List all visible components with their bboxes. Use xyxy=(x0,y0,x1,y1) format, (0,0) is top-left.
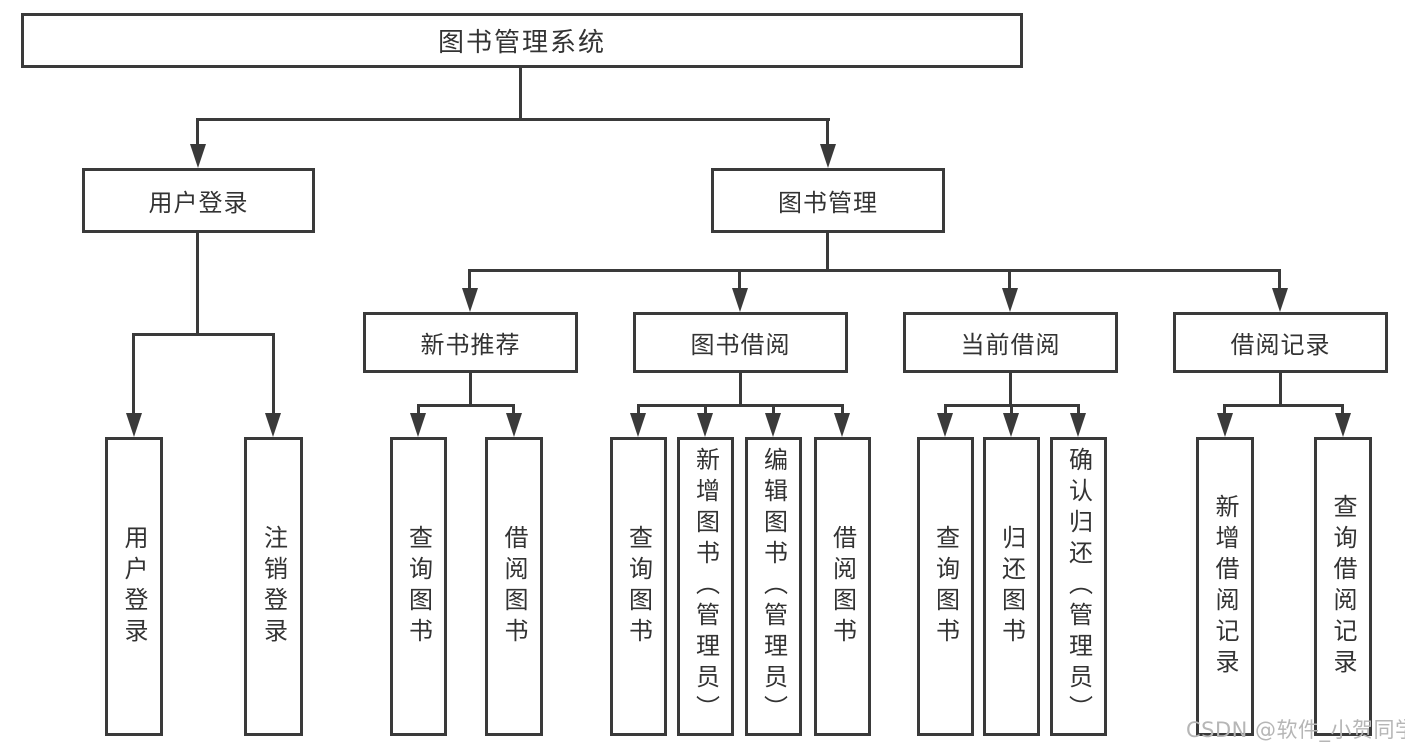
arrow-down-icon xyxy=(462,288,478,312)
connector-arrow-stem xyxy=(772,404,775,420)
connector-arrow-stem xyxy=(1010,404,1013,420)
node-user-login: 用户登录 xyxy=(82,168,315,233)
leaf-edit-books-admin: 编辑图书（管理员） xyxy=(745,437,802,736)
connector-arrow-stem xyxy=(841,404,844,420)
connector-user-login-trunk xyxy=(196,233,199,336)
connector-arrow-stem xyxy=(1341,404,1344,420)
leaf-add-borrow-record: 新增借阅记录 xyxy=(1196,437,1254,736)
node-book-borrowing: 图书借阅 xyxy=(633,312,848,373)
connector-arrow-stem xyxy=(944,404,947,420)
connector-arrow-stem xyxy=(132,333,135,417)
leaf-query-books-recommend: 查询图书 xyxy=(390,437,447,736)
leaf-borrow-books-recommend: 借阅图书 xyxy=(485,437,543,736)
arrow-down-icon xyxy=(1335,413,1351,437)
arrow-down-icon xyxy=(506,413,522,437)
connector-recommend-hline xyxy=(417,404,515,407)
connector-records-trunk xyxy=(1279,373,1282,407)
leaf-borrow-books: 借阅图书 xyxy=(814,437,871,736)
connector-root-trunk xyxy=(519,68,522,121)
connector-arrow-stem xyxy=(468,269,471,295)
connector-book-management-hline xyxy=(468,269,1281,272)
arrow-down-icon xyxy=(126,413,142,437)
connector-arrow-stem xyxy=(196,118,199,148)
connector-arrow-stem xyxy=(417,404,420,420)
node-current-borrowing: 当前借阅 xyxy=(903,312,1118,373)
leaf-logout: 注销登录 xyxy=(244,437,303,736)
arrow-down-icon xyxy=(190,144,206,168)
connector-arrow-stem xyxy=(1278,269,1281,295)
arrow-down-icon xyxy=(834,413,850,437)
connector-arrow-stem xyxy=(272,333,275,417)
connector-arrow-stem xyxy=(637,404,640,420)
connector-borrowing-trunk xyxy=(739,373,742,407)
arrow-down-icon xyxy=(1272,288,1288,312)
arrow-down-icon xyxy=(1070,413,1086,437)
connector-current-trunk xyxy=(1009,373,1012,407)
leaf-user-login: 用户登录 xyxy=(105,437,163,736)
connector-recommend-trunk xyxy=(469,373,472,407)
arrow-down-icon xyxy=(1217,413,1233,437)
watermark: CSDN @软件_小贺同学 xyxy=(1186,718,1405,742)
arrow-down-icon xyxy=(697,413,713,437)
arrow-down-icon xyxy=(410,413,426,437)
leaf-confirm-return-admin: 确认归还（管理员） xyxy=(1050,437,1107,736)
leaf-query-books-borrowing: 查询图书 xyxy=(610,437,667,736)
node-new-book-recommendation: 新书推荐 xyxy=(363,312,578,373)
connector-arrow-stem xyxy=(1077,404,1080,420)
connector-arrow-stem xyxy=(1008,269,1011,295)
leaf-return-books: 归还图书 xyxy=(983,437,1040,736)
connector-arrow-stem xyxy=(826,118,829,148)
connector-arrow-stem xyxy=(704,404,707,420)
arrow-down-icon xyxy=(765,413,781,437)
arrow-down-icon xyxy=(1003,413,1019,437)
connector-user-login-hline xyxy=(132,333,275,336)
node-root: 图书管理系统 xyxy=(21,13,1023,68)
connector-arrow-stem xyxy=(512,404,515,420)
leaf-query-books-current: 查询图书 xyxy=(917,437,974,736)
connector-arrow-stem xyxy=(1223,404,1226,420)
leaf-query-borrow-record: 查询借阅记录 xyxy=(1314,437,1372,736)
connector-borrowing-hline xyxy=(637,404,844,407)
arrow-down-icon xyxy=(732,288,748,312)
leaf-add-books-admin: 新增图书（管理员） xyxy=(677,437,734,736)
connector-book-management-trunk xyxy=(826,233,829,272)
arrow-down-icon xyxy=(937,413,953,437)
arrow-down-icon xyxy=(265,413,281,437)
node-book-management: 图书管理 xyxy=(711,168,945,233)
arrow-down-icon xyxy=(1002,288,1018,312)
node-borrowing-records: 借阅记录 xyxy=(1173,312,1388,373)
connector-arrow-stem xyxy=(738,269,741,295)
connector-level1-hline xyxy=(196,118,830,121)
connector-records-hline xyxy=(1223,404,1344,407)
arrow-down-icon xyxy=(820,144,836,168)
arrow-down-icon xyxy=(630,413,646,437)
